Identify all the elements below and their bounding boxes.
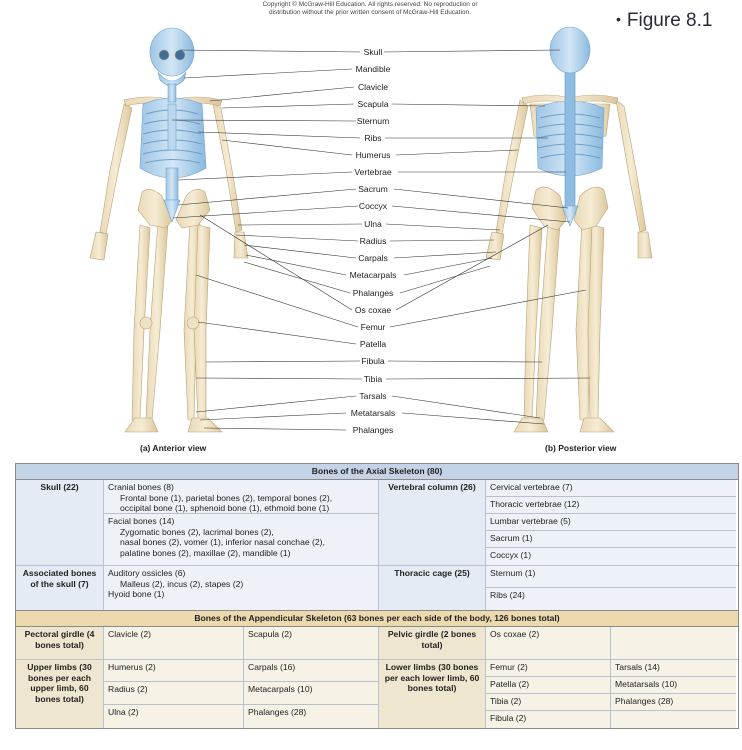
facial-detail-1: Zygomatic bones (2), lacrimal bones (2),: [108, 527, 374, 538]
upper-item: Metacarpals (10): [244, 682, 378, 705]
label-tibia: Tibia: [364, 374, 383, 384]
label-ribs: Ribs: [364, 133, 381, 143]
pelvic-header: Pelvic girdle (2 bones total): [379, 627, 486, 659]
label-sternum: Sternum: [357, 116, 389, 126]
anterior-view-label: (a) Anterior view: [140, 443, 206, 453]
label-ulna: Ulna: [364, 219, 382, 229]
upper-item: Phalanges (28): [244, 705, 378, 728]
upper-col-2: Carpals (16) Metacarpals (10) Phalanges …: [244, 660, 379, 728]
label-skull: Skull: [364, 47, 383, 57]
label-femur: Femur: [361, 322, 386, 332]
label-scapula: Scapula: [357, 99, 388, 109]
bones-table: Bones of the Axial Skeleton (80) Skull (…: [15, 463, 739, 729]
thoracic-list: Sternum (1) Ribs (24): [486, 566, 736, 610]
hyoid-bone: Hyoid bone (1): [108, 589, 164, 599]
label-tarsals: Tarsals: [359, 391, 386, 401]
label-fibula: Fibula: [361, 356, 385, 366]
skull-row: Skull (22) Cranial bones (8) Frontal bon…: [16, 480, 738, 566]
label-coccyx: Coccyx: [359, 201, 388, 211]
upper-col-1: Humerus (2) Radius (2) Ulna (2): [104, 660, 244, 728]
label-clavicle: Clavicle: [358, 82, 388, 92]
label-phalanges-hand: Phalanges: [353, 288, 394, 298]
axial-title: Bones of the Axial Skeleton (80): [16, 464, 738, 480]
lower-item: Tarsals (14): [611, 660, 736, 677]
posterior-view-label: (b) Posterior view: [545, 443, 616, 453]
pectoral-scapula: Scapula (2): [244, 627, 379, 659]
cranial-detail-2: occipital bone (1), sphenoid bone (1), e…: [108, 503, 374, 514]
girdle-row: Pectoral girdle (4 bones total) Clavicle…: [16, 627, 738, 660]
upper-header: Upper limbs (30 bones per each upper lim…: [16, 660, 104, 728]
facial-bones: Facial bones (14): [108, 516, 174, 526]
lower-col-2: Tarsals (14) Metatarsals (10) Phalanges …: [611, 660, 736, 728]
label-radius: Radius: [360, 236, 387, 246]
label-phalanges-foot: Phalanges: [353, 425, 394, 435]
vertebral-item: Coccyx (1): [486, 548, 736, 565]
lower-item: Phalanges (28): [611, 694, 736, 711]
skull-bones: Cranial bones (8) Frontal bone (1), pari…: [104, 480, 379, 565]
limbs-row: Upper limbs (30 bones per each upper lim…: [16, 660, 738, 728]
lower-empty: [611, 711, 736, 728]
lower-item: Metatarsals (10): [611, 677, 736, 694]
thoracic-item: Ribs (24): [486, 588, 736, 610]
pelvic-empty: [611, 627, 736, 659]
pectoral-header: Pectoral girdle (4 bones total): [16, 627, 104, 659]
lower-item: Patella (2): [486, 677, 610, 694]
label-humerus: Humerus: [356, 150, 391, 160]
cranial-detail-1: Frontal bone (1), parietal bones (2), te…: [108, 493, 374, 504]
vertebral-header: Vertebral column (26): [379, 480, 486, 565]
facial-detail-2: nasal bones (2), vomer (1), inferior nas…: [108, 537, 374, 548]
associated-header: Associated bones of the skull (7): [16, 566, 104, 610]
skeleton-diagram: Skull Mandible Clavicle Scapula Sternum …: [0, 0, 742, 460]
auditory-detail: Malleus (2), incus (2), stapes (2): [108, 579, 374, 590]
label-sacrum: Sacrum: [358, 184, 388, 194]
vertebral-item: Thoracic vertebrae (12): [486, 497, 736, 514]
associated-bones: Auditory ossicles (6) Malleus (2), incus…: [104, 566, 379, 610]
vertebral-list: Cervical vertebrae (7) Thoracic vertebra…: [486, 480, 736, 565]
facial-detail-3: palatine bones (2), maxillae (2), mandib…: [108, 548, 374, 559]
thoracic-header: Thoracic cage (25): [379, 566, 486, 610]
cranial-bones: Cranial bones (8): [108, 482, 174, 492]
vertebral-item: Sacrum (1): [486, 531, 736, 548]
vertebral-item: Cervical vertebrae (7): [486, 480, 736, 497]
associated-row: Associated bones of the skull (7) Audito…: [16, 566, 738, 610]
pectoral-clavicle: Clavicle (2): [104, 627, 244, 659]
skull-header: Skull (22): [16, 480, 104, 565]
upper-item: Humerus (2): [104, 660, 243, 682]
lower-item: Fibula (2): [486, 711, 610, 728]
lower-item: Femur (2): [486, 660, 610, 677]
lower-header: Lower limbs (30 bones per each lower lim…: [379, 660, 486, 728]
pelvic-os-coxae: Os coxae (2): [486, 627, 611, 659]
label-patella: Patella: [360, 339, 386, 349]
vertebral-item: Lumbar vertebrae (5): [486, 514, 736, 531]
label-mandible: Mandible: [356, 64, 391, 74]
upper-item: Radius (2): [104, 682, 243, 705]
lower-item: Tibia (2): [486, 694, 610, 711]
thoracic-item: Sternum (1): [486, 566, 736, 588]
label-metatarsals: Metatarsals: [351, 408, 395, 418]
label-metacarpals: Metacarpals: [350, 270, 397, 280]
lower-col-1: Femur (2) Patella (2) Tibia (2) Fibula (…: [486, 660, 611, 728]
auditory-ossicles: Auditory ossicles (6): [108, 568, 185, 578]
upper-item: Ulna (2): [104, 705, 243, 728]
appendicular-title: Bones of the Appendicular Skeleton (63 b…: [16, 610, 738, 627]
label-vertebrae: Vertebrae: [354, 167, 391, 177]
posterior-skeleton: [486, 27, 652, 432]
label-carpals: Carpals: [358, 253, 388, 263]
label-os-coxae: Os coxae: [355, 305, 392, 315]
upper-item: Carpals (16): [244, 660, 378, 682]
